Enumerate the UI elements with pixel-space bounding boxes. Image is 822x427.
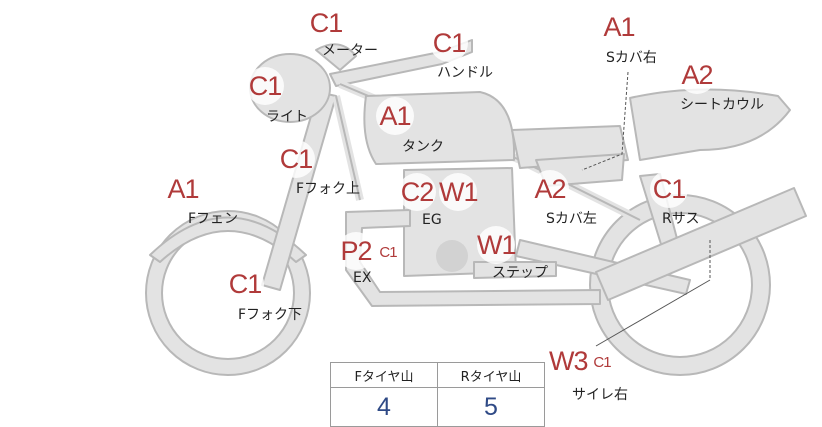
tank-label: タンク [402,139,444,155]
rear-suspension-label: Rサス [662,211,700,227]
meter-label: メーター [322,43,378,59]
muffler [595,187,807,301]
side-cover-left-grade: A2 [531,170,569,208]
fork-upper-label: Fフォク上 [296,181,361,197]
light-label: ライト [266,109,308,125]
front-tire-header: Fタイヤ山 [330,362,438,388]
front-fender-label: Fフェン [188,211,239,227]
step-grade: W1 [477,226,517,264]
engine-label: EG [422,212,442,228]
exhaust-pipe [345,209,601,307]
step-label: ステップ [492,265,548,281]
tank-grade: A1 [376,97,414,135]
meter [315,43,357,71]
step [473,261,557,279]
meter-grade: C1 [307,4,345,42]
handlebar-label: ハンドル [437,65,493,81]
muffler-right-grade-2: C1 [592,353,612,373]
handlebar-grade: C1 [430,24,468,62]
side-cover-right-grade: A1 [600,8,638,46]
seat-cowl-label: シートカウル [680,97,764,113]
fork-lower-label: Fフォク下 [238,307,303,323]
exhaust-grade-2: C1 [378,243,398,263]
engine-grade: C2 [398,173,436,211]
engine-grade-2: W1 [439,173,479,211]
exhaust-grade: P2 [337,232,375,270]
side-cover-left-label: Sカバ左 [546,211,597,227]
front-tire-value: 4 [330,387,438,427]
muffler-right-label: サイレ右 [572,387,628,403]
rear-suspension-grade: C1 [650,170,688,208]
rear-tire-value: 5 [437,387,545,427]
muffler-right-grade: W3 [549,342,589,380]
front-fender-grade: A1 [164,170,202,208]
rear-tire-header: Rタイヤ山 [437,362,545,388]
tire-tread-table: Fタイヤ山 Rタイヤ山 4 5 [330,362,545,427]
fork-upper-grade: C1 [277,140,315,178]
light-grade: C1 [246,67,284,105]
seat-cowl-grade: A2 [678,56,716,94]
fork-lower-grade: C1 [226,265,264,303]
front-fender [149,216,307,263]
seat-cowl [629,88,791,161]
exhaust-label: EX [353,270,372,286]
side-cover-right-label: Sカバ右 [606,50,657,66]
